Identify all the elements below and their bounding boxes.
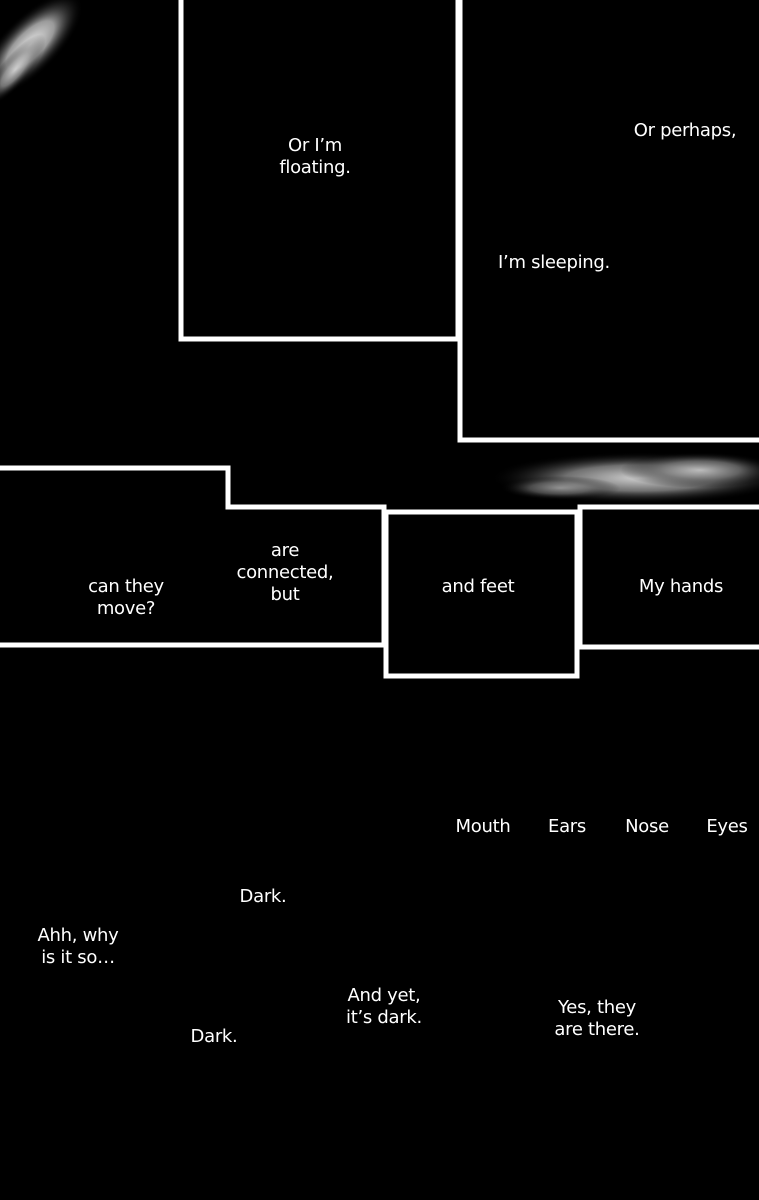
caption-mouth: Mouth xyxy=(450,816,516,838)
caption-line: move? xyxy=(96,598,156,619)
caption-eyes: Eyes xyxy=(700,816,754,838)
light-streak-middle-right xyxy=(490,452,759,504)
caption-are-connected: are connected, but xyxy=(232,540,338,606)
caption-line: connected, xyxy=(236,562,334,583)
caption-line: Eyes xyxy=(706,816,748,837)
light-streak-top-left xyxy=(0,0,84,106)
caption-line: And yet, xyxy=(347,985,421,1006)
panel-perhaps xyxy=(457,0,759,443)
caption-perhaps: Or perhaps, xyxy=(626,120,744,142)
caption-line: My hands xyxy=(638,576,724,597)
caption-ears: Ears xyxy=(540,816,594,838)
caption-line: is it so… xyxy=(41,947,115,968)
caption-line: Ahh, why xyxy=(37,925,119,946)
panel-can-they-move xyxy=(0,465,387,648)
caption-line: Mouth xyxy=(455,816,511,837)
caption-nose: Nose xyxy=(618,816,676,838)
caption-and-yet: And yet, it’s dark. xyxy=(336,985,432,1029)
caption-line: Yes, they xyxy=(558,997,636,1018)
caption-line: Ears xyxy=(548,816,586,837)
caption-line: it’s dark. xyxy=(346,1007,422,1028)
caption-my-hands: My hands xyxy=(632,576,730,598)
caption-yes-they: Yes, they are there. xyxy=(548,997,646,1041)
caption-line: Or I’m xyxy=(287,135,343,156)
caption-dark-1: Dark. xyxy=(232,886,294,908)
caption-ahh-why: Ahh, why is it so… xyxy=(30,925,126,969)
caption-line: I’m sleeping. xyxy=(498,252,610,273)
caption-line: floating. xyxy=(279,157,351,178)
caption-line: and feet xyxy=(441,576,515,597)
caption-line: are xyxy=(270,540,300,561)
caption-can-they-move: can they move? xyxy=(78,576,174,620)
caption-and-feet: and feet xyxy=(430,576,526,598)
caption-line: Nose xyxy=(625,816,669,837)
panel-my-hands xyxy=(577,504,759,650)
panel-and-feet xyxy=(383,509,580,679)
caption-line: Dark. xyxy=(239,886,287,907)
caption-sleeping: I’m sleeping. xyxy=(490,252,618,274)
caption-floating: Or I’m floating. xyxy=(262,135,368,179)
caption-line: can they xyxy=(88,576,164,597)
caption-dark-2: Dark. xyxy=(183,1026,245,1048)
caption-line: but xyxy=(270,584,300,605)
caption-line: Dark. xyxy=(190,1026,238,1047)
caption-line: Or perhaps, xyxy=(633,120,737,141)
caption-line: are there. xyxy=(554,1019,640,1040)
